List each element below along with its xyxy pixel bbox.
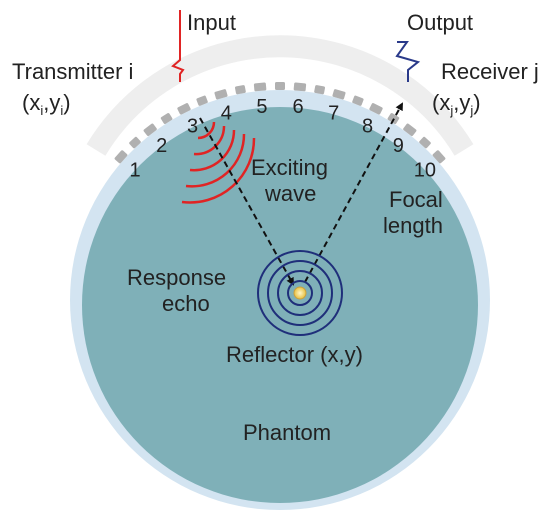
transducer-element [196, 95, 208, 106]
transducer-array [114, 82, 446, 164]
transducer-element [403, 123, 417, 137]
response-echo-label-line1: Response [127, 265, 226, 290]
focal-length-arrow [304, 102, 403, 283]
transducer-element [177, 103, 191, 115]
transducer-element [293, 82, 307, 92]
exciting-wave-label-line1: Exciting [251, 155, 328, 180]
transducer-element [129, 136, 141, 149]
transducer-element [314, 85, 326, 95]
element-number: 4 [221, 103, 232, 125]
receiver-label: Receiver j [441, 59, 539, 84]
input-label: Input [187, 10, 236, 35]
focal-length-label-line1: Focal [389, 187, 443, 212]
element-number: 10 [414, 160, 436, 182]
focal-length-label-line2: length [383, 213, 443, 238]
transducer-element [160, 113, 173, 124]
transducer-element [114, 150, 128, 164]
transducer-element [432, 150, 446, 164]
transducer-element [214, 89, 228, 100]
transmitter-coord: (xi,yi) [22, 90, 71, 118]
transmitter-label: Transmitter i [12, 59, 133, 84]
exciting-wave-label-line2: wave [264, 181, 316, 206]
transducer-element [352, 95, 364, 106]
output-label: Output [407, 10, 473, 35]
output-signal-icon [395, 41, 421, 82]
transducer-element [419, 136, 431, 149]
exciting-path-arrow [199, 117, 294, 286]
transducer-element [143, 123, 157, 137]
transducer-element [253, 82, 267, 92]
response-echo-rings [257, 250, 343, 336]
transducer-element [234, 85, 246, 95]
transducer-element [332, 89, 346, 100]
response-echo-label-line2: echo [162, 291, 210, 316]
transducer-element [275, 82, 285, 90]
element-number: 7 [328, 103, 339, 125]
element-number: 6 [293, 96, 304, 118]
receiver-coord: (xj,yj) [432, 90, 481, 118]
phantom-label: Phantom [243, 420, 331, 445]
element-number: 3 [187, 116, 198, 138]
element-number: 5 [256, 96, 267, 118]
element-number: 1 [130, 160, 141, 182]
element-number: 2 [156, 135, 167, 157]
transducer-element [369, 103, 383, 115]
element-number: 9 [393, 135, 404, 157]
element-numbers: 123 4 5 6 7 89 10 [130, 96, 436, 182]
element-number: 8 [362, 116, 373, 138]
reflector-label: Reflector (x,y) [226, 342, 363, 367]
input-signal-icon [171, 10, 185, 82]
reflector-point [293, 286, 307, 300]
phantom-body [82, 107, 478, 503]
outer-ring-arc [86, 35, 474, 156]
